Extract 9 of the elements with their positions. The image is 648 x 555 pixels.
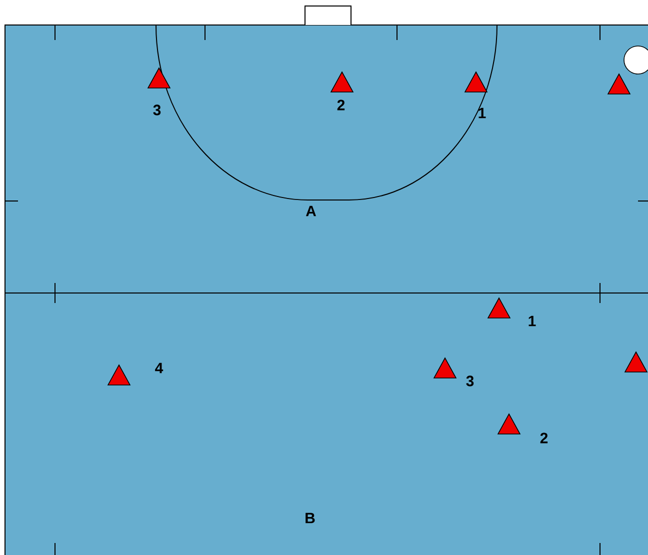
position-label: 3 [153, 104, 161, 116]
position-label: 3 [466, 376, 474, 386]
position-label: 2 [540, 432, 548, 444]
position-label: A [306, 206, 316, 216]
position-label: 1 [528, 316, 536, 326]
position-label: 1 [478, 108, 486, 118]
position-label: B [306, 512, 315, 524]
position-label: 2 [337, 100, 345, 110]
position-label: 4 [155, 362, 164, 374]
